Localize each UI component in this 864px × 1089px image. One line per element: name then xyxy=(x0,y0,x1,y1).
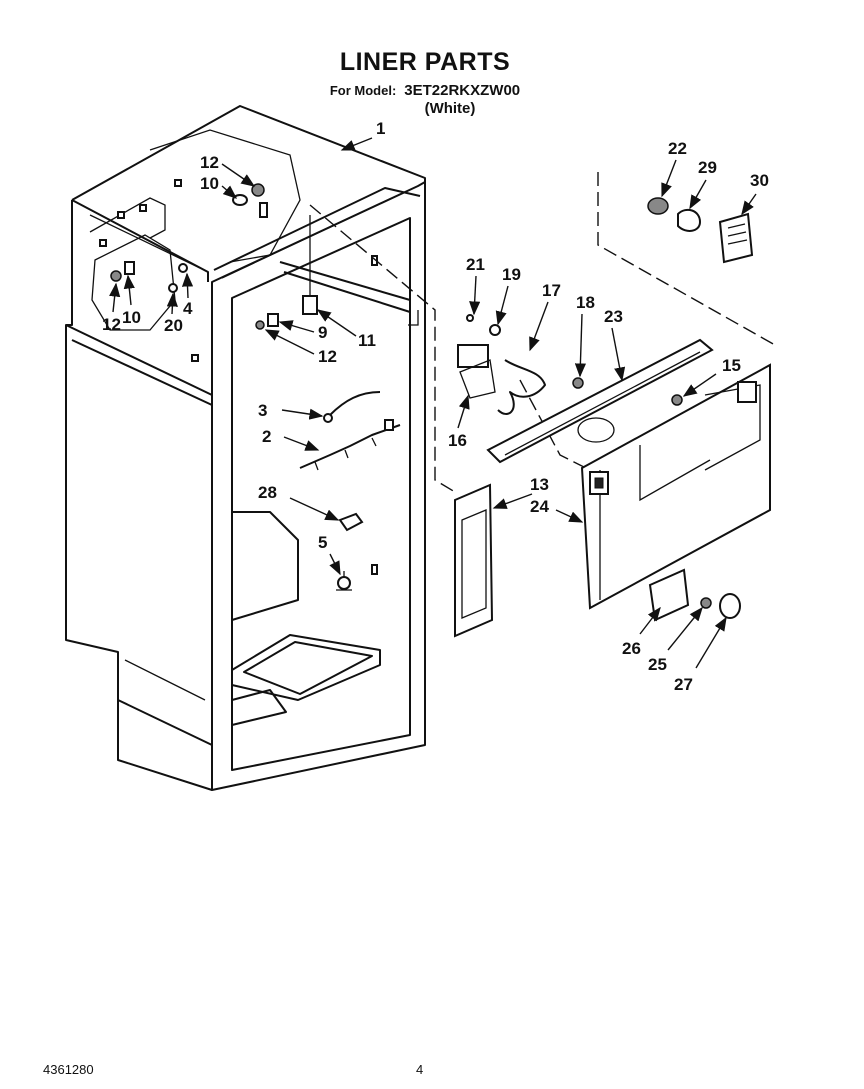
callout-25: 25 xyxy=(648,655,667,674)
liner-cabinet xyxy=(65,105,426,791)
model-number: 3ET22RKXZW00 xyxy=(404,82,521,99)
model-line: For Model: 3ET22RKXZW00 xyxy=(0,82,850,99)
callout-4: 4 xyxy=(183,299,193,318)
callout-15: 15 xyxy=(722,356,741,375)
page-number: 4 xyxy=(416,1062,424,1077)
page-title: LINER PARTS xyxy=(339,48,511,76)
callout-2: 2 xyxy=(262,427,271,446)
callout-26: 26 xyxy=(622,639,641,658)
callout-27: 27 xyxy=(674,675,693,694)
model-color: (White) xyxy=(424,100,476,117)
callout-12-top: 12 xyxy=(200,153,219,172)
callout-3: 3 xyxy=(258,401,267,420)
callout-17: 17 xyxy=(542,281,561,300)
callout-12-rail: 12 xyxy=(318,347,337,366)
callout-10-left: 10 xyxy=(122,308,141,327)
callout-5: 5 xyxy=(318,533,327,552)
callout-10-top: 10 xyxy=(200,174,219,193)
callout-30: 30 xyxy=(750,171,769,190)
callout-12-left: 12 xyxy=(102,315,121,334)
callout-21: 21 xyxy=(466,255,485,274)
callouts: 1 12 10 12 10 4 20 9 11 12 3 2 28 xyxy=(102,119,769,694)
callout-22: 22 xyxy=(668,139,687,158)
callout-24: 24 xyxy=(530,497,549,516)
callout-20: 20 xyxy=(164,316,183,335)
model-label: For Model: xyxy=(329,83,397,98)
evaporator-assembly xyxy=(309,172,776,638)
callout-9: 9 xyxy=(318,323,327,342)
callout-23: 23 xyxy=(604,307,623,326)
callout-19: 19 xyxy=(502,265,521,284)
callout-18: 18 xyxy=(576,293,595,312)
callout-29: 29 xyxy=(698,158,717,177)
document-number: 4361280 xyxy=(43,1062,94,1077)
callout-28: 28 xyxy=(258,483,277,502)
callout-16: 16 xyxy=(448,431,467,450)
callout-1: 1 xyxy=(376,119,385,138)
callout-11: 11 xyxy=(358,331,376,350)
callout-13: 13 xyxy=(530,475,549,494)
